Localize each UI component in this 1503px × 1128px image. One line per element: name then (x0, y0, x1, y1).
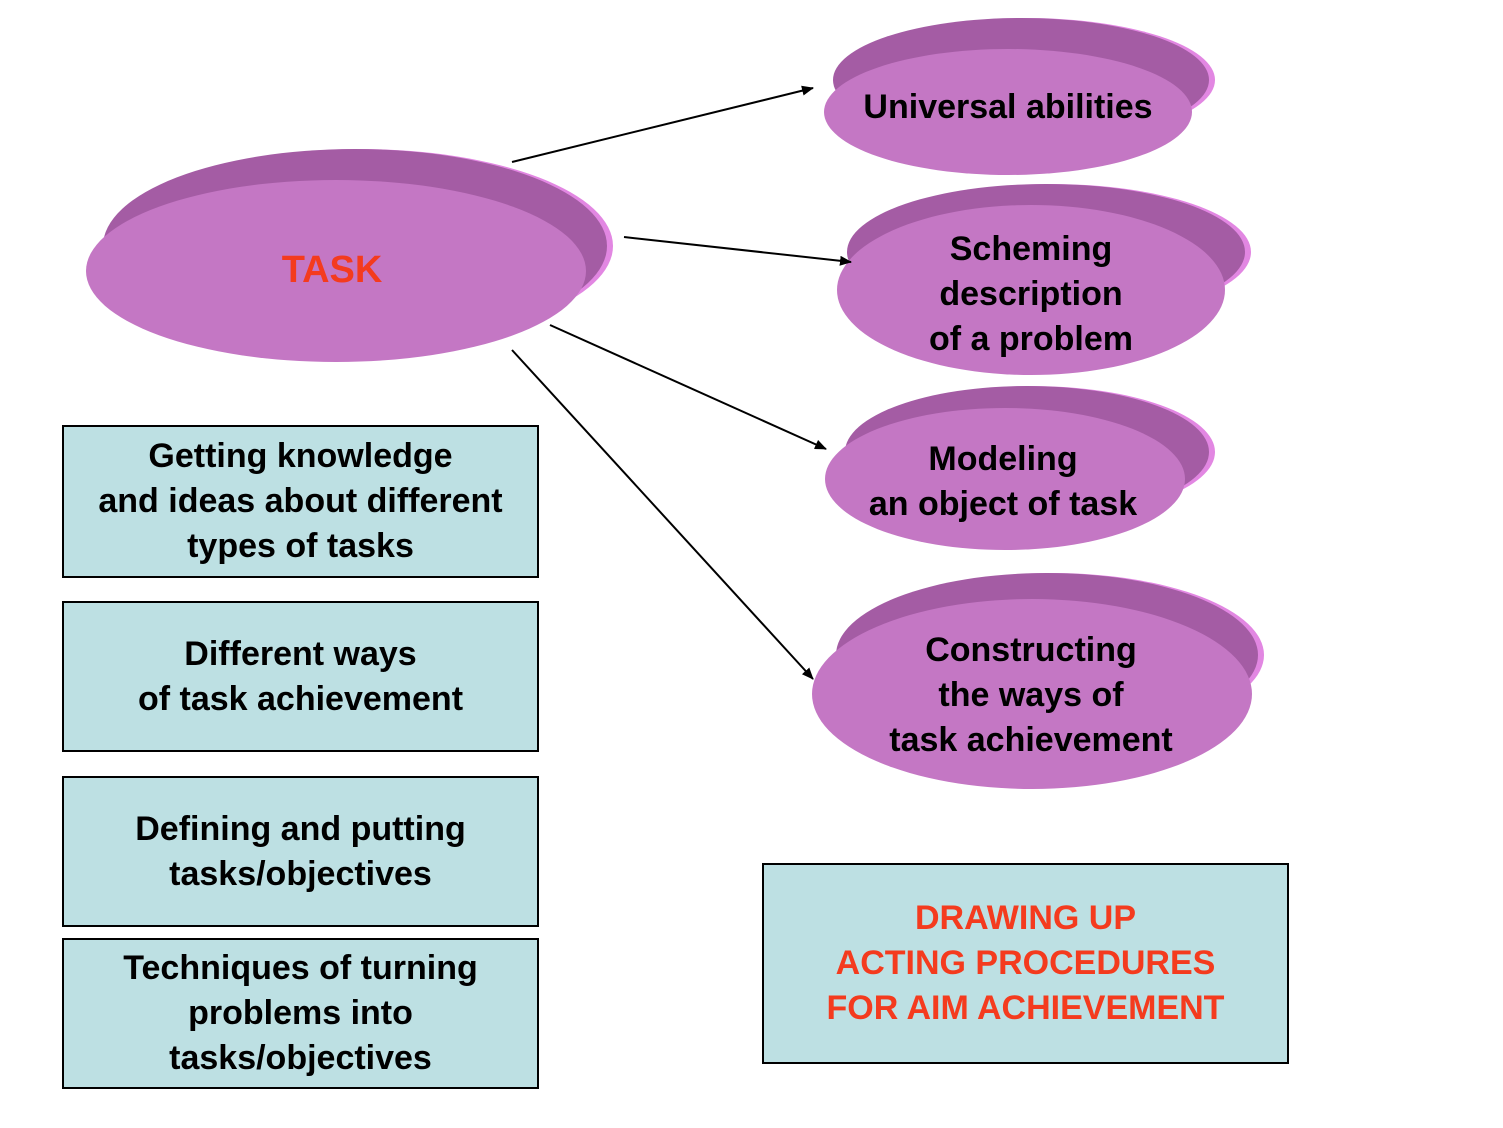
task-label: TASK (281, 249, 383, 291)
box-getting-knowledge-label: Getting knowledge and ideas about differ… (98, 437, 503, 565)
ability-label-constructing: Constructing the ways of task achievemen… (889, 631, 1173, 759)
task-disc (86, 149, 613, 362)
arrow-task-to-constructing (511, 349, 814, 680)
ability-disc-face (824, 49, 1192, 175)
task-disc-face (86, 180, 586, 362)
box-techniques-label: Techniques of turning problems into task… (123, 949, 478, 1077)
arrow-task-to-modeling (549, 324, 827, 450)
box-drawing-up-procedures-label: DRAWING UP ACTING PROCEDURES FOR AIM ACH… (826, 899, 1225, 1027)
box-getting-knowledge: Getting knowledge and ideas about differ… (62, 425, 539, 578)
ability-disc-universal (824, 18, 1215, 175)
arrow-task-to-universal (511, 85, 814, 163)
ability-disc-face (812, 599, 1252, 789)
ability-label-universal: Universal abilities (863, 88, 1153, 126)
box-different-ways: Different ways of task achievement (62, 601, 539, 752)
ability-disc-face (837, 205, 1225, 375)
box-defining-tasks: Defining and putting tasks/objectives (62, 776, 539, 927)
ability-label-scheming: Scheming description of a problem (928, 230, 1134, 358)
arrow-task-to-scheming (623, 236, 852, 266)
ability-label-modeling: Modeling an object of task (868, 440, 1138, 523)
ability-disc-constructing (812, 573, 1264, 789)
ability-disc-scheming (837, 184, 1251, 375)
box-different-ways-label: Different ways of task achievement (137, 634, 464, 718)
ability-disc-face (825, 408, 1185, 550)
ability-disc-modeling (825, 386, 1215, 550)
box-defining-tasks-label: Defining and putting tasks/objectives (135, 809, 466, 893)
connector-arrows (511, 85, 852, 680)
box-techniques: Techniques of turning problems into task… (62, 938, 539, 1089)
box-drawing-up-procedures: DRAWING UP ACTING PROCEDURES FOR AIM ACH… (762, 863, 1289, 1064)
